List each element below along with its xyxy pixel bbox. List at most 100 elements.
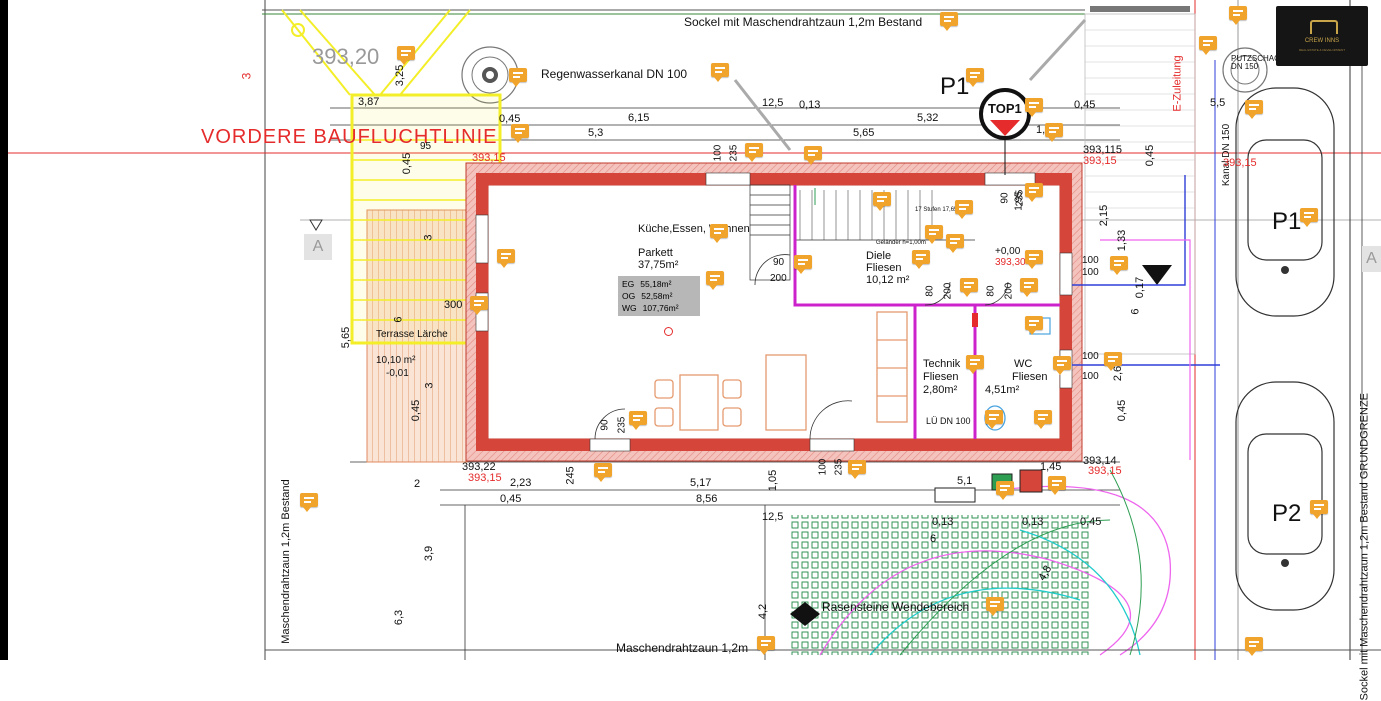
comment-pin-icon[interactable] bbox=[955, 200, 973, 219]
comment-pin-icon[interactable] bbox=[300, 493, 318, 512]
room-area-hall: 10,12 m² bbox=[866, 274, 910, 286]
dimension: 5,5 bbox=[1210, 97, 1226, 109]
comment-pin-icon[interactable] bbox=[745, 143, 763, 162]
dimension: 3 bbox=[423, 382, 436, 389]
dimension: 0,13 bbox=[1022, 516, 1044, 528]
comment-pin-icon[interactable] bbox=[511, 124, 529, 143]
dimension: 3,9 bbox=[423, 545, 436, 562]
elevation-label: 393,115 bbox=[1083, 144, 1122, 156]
comment-pin-icon[interactable] bbox=[986, 597, 1004, 616]
comment-pin-icon[interactable] bbox=[1310, 500, 1328, 519]
elevation-label: 393,15 bbox=[1083, 155, 1117, 167]
comment-pin-icon[interactable] bbox=[925, 225, 943, 244]
door-dim: 200 bbox=[770, 273, 787, 284]
comment-pin-icon[interactable] bbox=[996, 481, 1014, 500]
comment-pin-icon[interactable] bbox=[940, 12, 958, 31]
logo-text: CREW INNS bbox=[1304, 38, 1340, 44]
dimension: 12,5 bbox=[762, 97, 784, 109]
comment-pin-icon[interactable] bbox=[1300, 208, 1318, 227]
room-floor-hall: Fliesen bbox=[866, 262, 902, 274]
comment-pin-icon[interactable] bbox=[1245, 637, 1263, 656]
elevation-label: 393,15 bbox=[1223, 157, 1257, 169]
dimension: 6,15 bbox=[628, 112, 650, 124]
railing-label: Geländer h=1,00m bbox=[876, 240, 926, 246]
door-dim: 80 bbox=[924, 285, 936, 297]
comment-pin-icon[interactable] bbox=[757, 636, 775, 655]
door-dim: 80 bbox=[985, 285, 997, 297]
comment-pin-icon[interactable] bbox=[1199, 36, 1217, 55]
comment-pin-icon[interactable] bbox=[629, 411, 647, 430]
comment-pin-icon[interactable] bbox=[873, 192, 891, 211]
dimension: 6,3 bbox=[393, 609, 406, 626]
window-dim: 100 bbox=[1082, 255, 1099, 266]
window-dim: 100 bbox=[817, 458, 829, 476]
room-floor-wc: Fliesen bbox=[1012, 371, 1048, 383]
dimension: 0,17 bbox=[1134, 276, 1147, 299]
comment-pin-icon[interactable] bbox=[1104, 352, 1122, 371]
comment-pin-icon[interactable] bbox=[594, 463, 612, 482]
dimension: 95 bbox=[420, 141, 432, 152]
terrace-area: 10,10 m² bbox=[376, 355, 416, 366]
comment-pin-icon[interactable] bbox=[912, 250, 930, 269]
parking-label: P1 bbox=[1272, 208, 1302, 235]
comment-pin-icon[interactable] bbox=[848, 460, 866, 479]
dimension: 5,1 bbox=[957, 475, 973, 487]
comment-pin-icon[interactable] bbox=[1025, 98, 1043, 117]
comment-pin-icon[interactable] bbox=[1245, 100, 1263, 119]
sewer-label: Kanal DN 150 bbox=[1221, 123, 1233, 187]
dimension: 4,2 bbox=[757, 603, 770, 620]
dimension: 5,3 bbox=[588, 127, 604, 139]
comment-pin-icon[interactable] bbox=[1229, 6, 1247, 25]
dimension: 0,45 bbox=[1144, 144, 1157, 167]
dimension: 0,13 bbox=[799, 99, 821, 111]
comment-pin-icon[interactable] bbox=[1048, 476, 1066, 495]
comment-pin-icon[interactable] bbox=[1045, 123, 1063, 142]
window-dim: 235 bbox=[833, 458, 845, 476]
comment-pin-icon[interactable] bbox=[794, 255, 812, 274]
top-fence-label: Sockel mit Maschendrahtzaun 1,2m Bestand bbox=[684, 15, 923, 29]
dimension: 5,65 bbox=[340, 326, 353, 349]
elevation-label: 393,20 bbox=[312, 44, 380, 69]
floor-plan-drawing bbox=[0, 0, 1381, 660]
comment-pin-icon[interactable] bbox=[1053, 356, 1071, 375]
comment-pin-icon[interactable] bbox=[509, 68, 527, 87]
comment-pin-icon[interactable] bbox=[960, 278, 978, 297]
dimension: 5,32 bbox=[917, 112, 939, 124]
comment-pin-icon[interactable] bbox=[1025, 316, 1043, 335]
comment-pin-icon[interactable] bbox=[710, 224, 728, 243]
drainage-label: Regenwasserkanal DN 100 bbox=[541, 67, 688, 81]
comment-pin-icon[interactable] bbox=[966, 355, 984, 374]
dimension: 8,56 bbox=[696, 493, 718, 505]
window-dim: 235 bbox=[616, 416, 628, 434]
dimension: 0,45 bbox=[499, 113, 521, 125]
parking-label-top: P1 bbox=[940, 73, 970, 100]
room-label-wc: WC bbox=[1014, 358, 1033, 370]
door-dim: 200 bbox=[1003, 282, 1015, 300]
comment-pin-icon[interactable] bbox=[1025, 250, 1043, 269]
comment-pin-icon[interactable] bbox=[804, 146, 822, 165]
room-area-technik: 2,80m² bbox=[923, 384, 958, 396]
terrace-label: Terrasse Lärche bbox=[376, 329, 448, 340]
comment-pin-icon[interactable] bbox=[706, 271, 724, 290]
comment-pin-icon[interactable] bbox=[985, 410, 1003, 429]
comment-pin-icon[interactable] bbox=[397, 46, 415, 65]
comment-pin-icon[interactable] bbox=[1034, 410, 1052, 429]
room-floor-kitchen: Parkett bbox=[638, 247, 673, 259]
dimension: 1,95 bbox=[1013, 191, 1025, 211]
marker-dot bbox=[664, 327, 673, 336]
comment-pin-icon[interactable] bbox=[470, 296, 488, 315]
dimension: 0,45 bbox=[401, 152, 414, 175]
door-dim: 90 bbox=[773, 257, 785, 268]
terrace-level: -0,01 bbox=[386, 368, 409, 379]
comment-pin-icon[interactable] bbox=[966, 68, 984, 87]
dimension: 2,15 bbox=[1098, 204, 1111, 227]
comment-pin-icon[interactable] bbox=[497, 249, 515, 268]
comment-pin-icon[interactable] bbox=[946, 234, 964, 253]
comment-pin-icon[interactable] bbox=[711, 63, 729, 82]
comment-pin-icon[interactable] bbox=[1020, 278, 1038, 297]
comment-pin-icon[interactable] bbox=[1025, 183, 1043, 202]
comment-pin-icon[interactable] bbox=[1110, 256, 1128, 275]
